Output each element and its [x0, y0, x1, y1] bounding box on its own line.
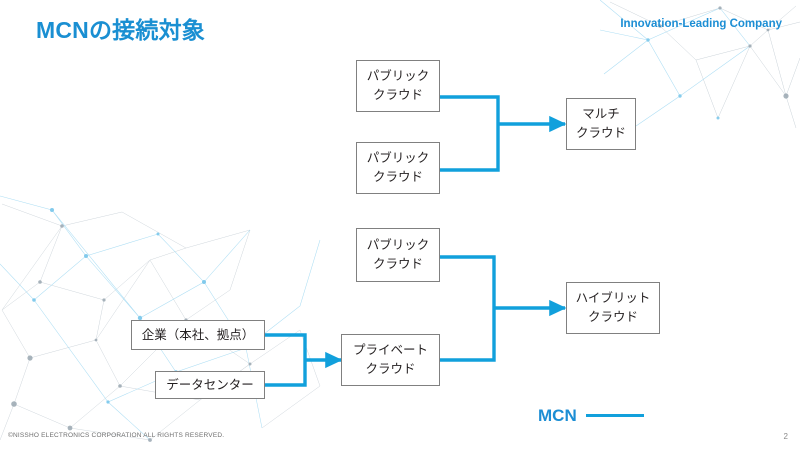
node-line-2: クラウド [372, 170, 423, 184]
node-line-1: パブリック [366, 238, 430, 253]
node-line-1: マルチ [582, 107, 620, 122]
node-line-1: ハイブリット [575, 291, 651, 306]
node-line-1: パブリック [366, 69, 430, 84]
node-private-cloud[interactable]: プライベート クラウド [341, 334, 440, 386]
footer-copyright: ©NISSHO ELECTRONICS CORPORATION ALL RIGH… [8, 432, 225, 439]
node-line-2: クラウド [365, 362, 416, 376]
legend-line-swatch [585, 414, 644, 417]
node-line-2: クラウド [575, 126, 626, 140]
node-enterprise[interactable]: 企業（本社、拠点） [131, 320, 265, 350]
node-line-2: クラウド [587, 310, 638, 324]
node-data-center[interactable]: データセンター [155, 371, 265, 399]
page-title: MCNの接続対象 [36, 17, 205, 43]
node-line-1: 企業（本社、拠点） [141, 327, 255, 342]
node-public-cloud-1[interactable]: パブリック クラウド [356, 60, 440, 112]
page-number: 2 [783, 432, 788, 441]
node-public-cloud-3[interactable]: パブリック クラウド [356, 228, 440, 282]
node-line-1: パブリック [366, 151, 430, 166]
node-line-1: データセンター [166, 377, 254, 392]
legend-label: MCN [538, 406, 577, 425]
node-public-cloud-2[interactable]: パブリック クラウド [356, 142, 440, 194]
node-line-2: クラウド [372, 257, 423, 271]
node-multi-cloud[interactable]: マルチ クラウド [566, 98, 636, 150]
company-tagline: Innovation-Leading Company [620, 18, 782, 30]
legend: MCN [538, 407, 644, 424]
node-hybrid-cloud[interactable]: ハイブリット クラウド [566, 282, 660, 334]
node-line-2: クラウド [372, 88, 423, 102]
node-line-1: プライベート [352, 343, 428, 358]
